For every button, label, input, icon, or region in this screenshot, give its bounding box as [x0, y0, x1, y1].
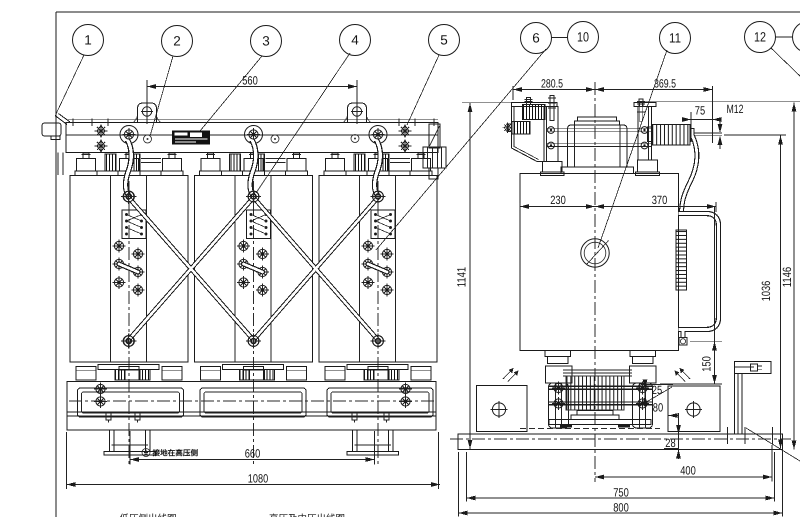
svg-text:12: 12 [754, 30, 766, 45]
svg-text:25: 25 [652, 383, 663, 397]
svg-text:M12: M12 [727, 102, 744, 116]
svg-text:370: 370 [652, 193, 668, 207]
svg-text:1080: 1080 [248, 472, 269, 486]
svg-text:2: 2 [173, 34, 181, 49]
svg-text:4: 4 [351, 33, 359, 48]
svg-text:3: 3 [262, 34, 270, 49]
svg-text:5: 5 [440, 33, 448, 48]
svg-text:6: 6 [532, 31, 540, 46]
svg-text:28: 28 [665, 436, 676, 450]
svg-text:660: 660 [245, 447, 261, 461]
svg-text:11: 11 [669, 31, 681, 46]
svg-text:75: 75 [695, 104, 706, 118]
svg-text:1146: 1146 [780, 267, 794, 288]
svg-text:560: 560 [242, 74, 258, 88]
svg-text:230: 230 [550, 193, 566, 207]
svg-text:369.5: 369.5 [654, 77, 676, 91]
svg-text:高压及中压出线图: 高压及中压出线图 [269, 513, 345, 517]
svg-text:1036: 1036 [759, 281, 773, 302]
svg-text:80: 80 [653, 401, 664, 415]
svg-text:1141: 1141 [455, 267, 469, 288]
svg-text:低压侧出线图: 低压侧出线图 [119, 514, 176, 517]
svg-text:10: 10 [577, 30, 589, 45]
svg-text:280.5: 280.5 [541, 77, 563, 91]
svg-text:400: 400 [680, 464, 696, 478]
svg-text:1: 1 [84, 33, 92, 48]
svg-text:150: 150 [700, 356, 714, 372]
svg-text:800: 800 [613, 501, 629, 515]
svg-text:接地在高压侧: 接地在高压侧 [153, 449, 199, 458]
svg-text:750: 750 [613, 486, 629, 500]
